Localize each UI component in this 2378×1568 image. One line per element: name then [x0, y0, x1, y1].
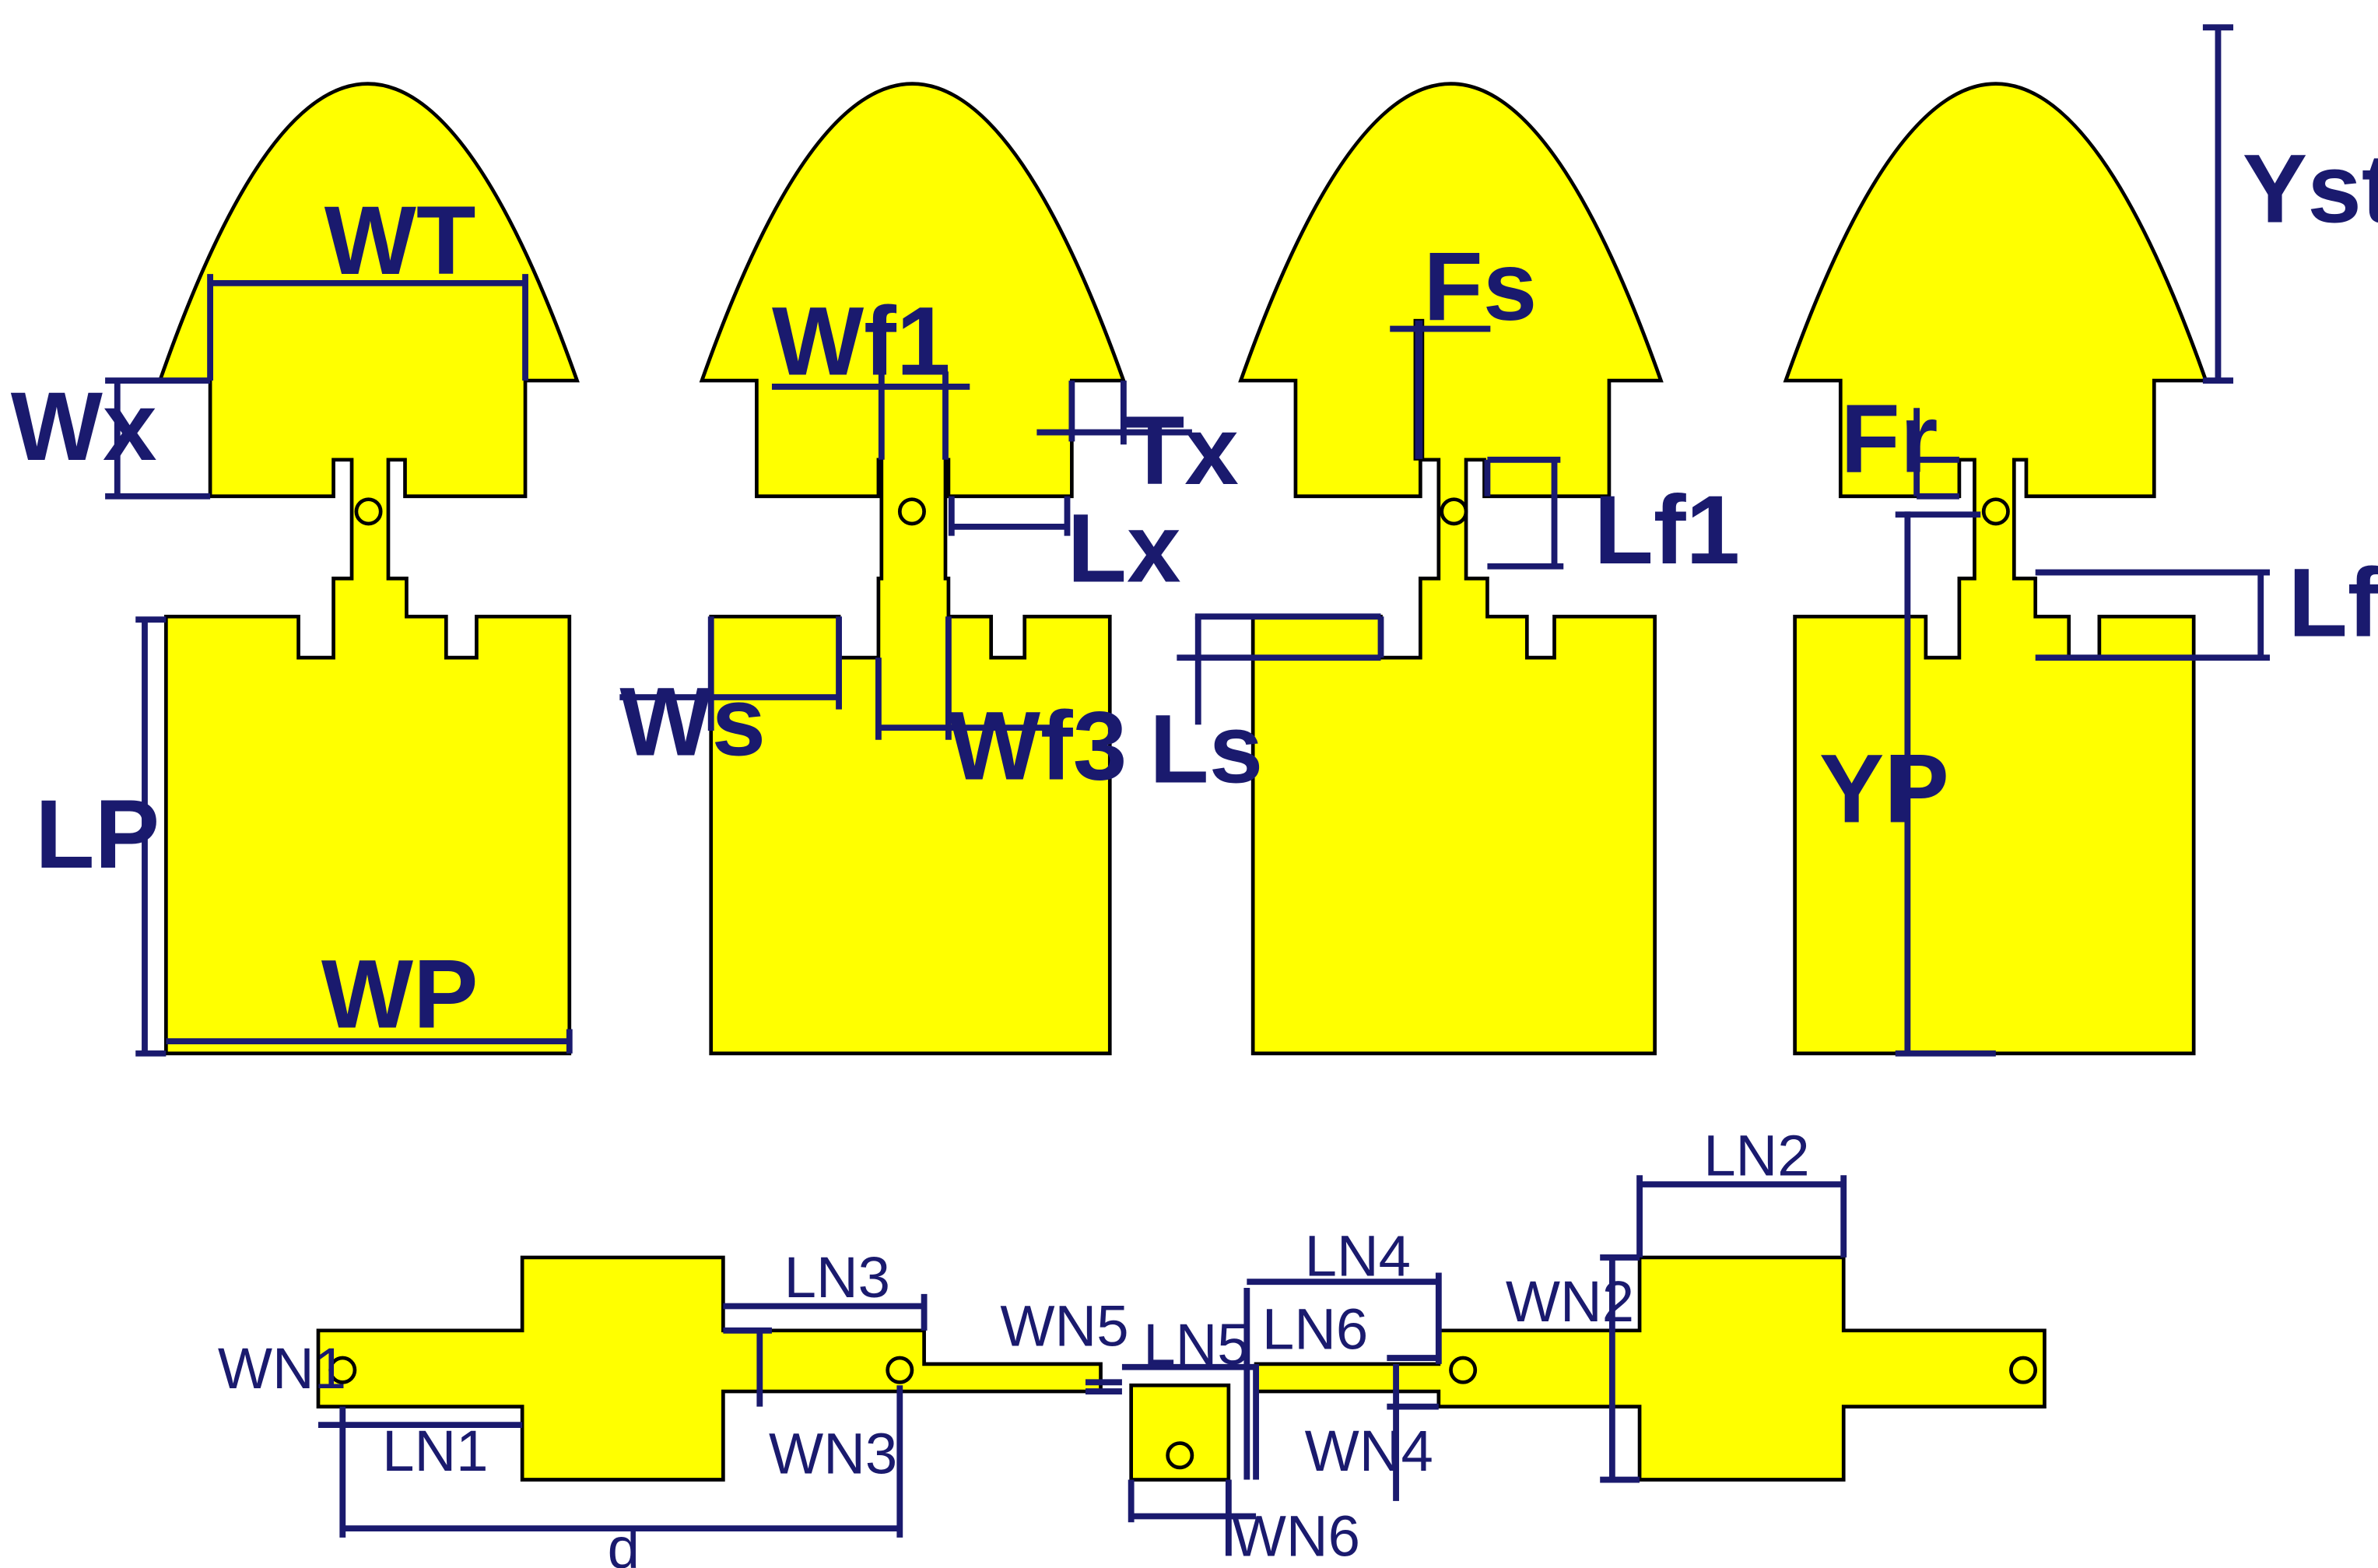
label-fr: Fr: [1840, 384, 1938, 493]
antenna-1-via: [354, 497, 383, 526]
label-wn4: WN4: [1305, 1419, 1433, 1483]
label-wf1: Wf1: [772, 286, 950, 395]
feeding-network: LN1 WN1 LN3 WN3 d WN5 LN5 LN6 WN6: [218, 1123, 2047, 1568]
antenna-1-patch: [157, 82, 580, 1056]
label-yst: Yst: [2243, 135, 2378, 244]
label-ln3: LN3: [784, 1245, 890, 1310]
label-wt: WT: [324, 186, 476, 295]
label-ln5: LN5: [1143, 1312, 1249, 1377]
label-lf3: Lf3: [2288, 549, 2378, 658]
label-lp: LP: [35, 780, 160, 889]
antenna-3-via: [1440, 497, 1468, 526]
antenna-2-via: [897, 497, 926, 526]
network-line-right: [1254, 1255, 2047, 1482]
label-wn1: WN1: [218, 1336, 346, 1401]
label-tx: Tx: [1125, 396, 1239, 505]
label-ln4: LN4: [1305, 1223, 1411, 1288]
label-d: d: [608, 1516, 640, 1568]
antenna-2: Wf1 Tx Lx Ws Wf3: [619, 82, 1239, 1056]
antenna-4-patch: [1783, 82, 2209, 1056]
label-ln6: LN6: [1262, 1296, 1368, 1361]
antenna-4-via: [1981, 497, 2010, 526]
label-ln1: LN1: [382, 1419, 488, 1483]
network-via-3: [1166, 1441, 1194, 1470]
label-yp: YP: [1819, 734, 1949, 843]
label-wx: Wx: [11, 372, 157, 481]
label-wp: WP: [321, 940, 479, 1049]
label-ln2: LN2: [1703, 1123, 1809, 1187]
label-wn3: WN3: [769, 1422, 897, 1486]
network-via-2: [886, 1356, 914, 1384]
network-via-1: [328, 1356, 357, 1384]
label-wn5: WN5: [1000, 1293, 1128, 1358]
network-via-4: [1449, 1356, 1478, 1384]
network-via-5: [2009, 1356, 2038, 1384]
label-lf1: Lf1: [1594, 475, 1740, 584]
antenna-3-feed-slot: [1413, 318, 1425, 461]
label-lx: Lx: [1067, 493, 1180, 602]
label-ws: Ws: [619, 667, 766, 776]
label-wf3: Wf3: [949, 692, 1127, 801]
antenna-3: Fs Lf1 Ls: [1149, 82, 1740, 1056]
antenna-1: WT Wx LP WP: [11, 82, 580, 1057]
network-line-left: [316, 1255, 1103, 1482]
label-wn6: WN6: [1232, 1503, 1360, 1568]
label-fs: Fs: [1423, 232, 1537, 341]
label-wn2: WN2: [1506, 1269, 1634, 1334]
label-ls: Ls: [1149, 695, 1263, 804]
antenna-2-patch: [699, 82, 1127, 1056]
antenna-4: Yst Fr Lf3 YP: [1783, 24, 2378, 1057]
